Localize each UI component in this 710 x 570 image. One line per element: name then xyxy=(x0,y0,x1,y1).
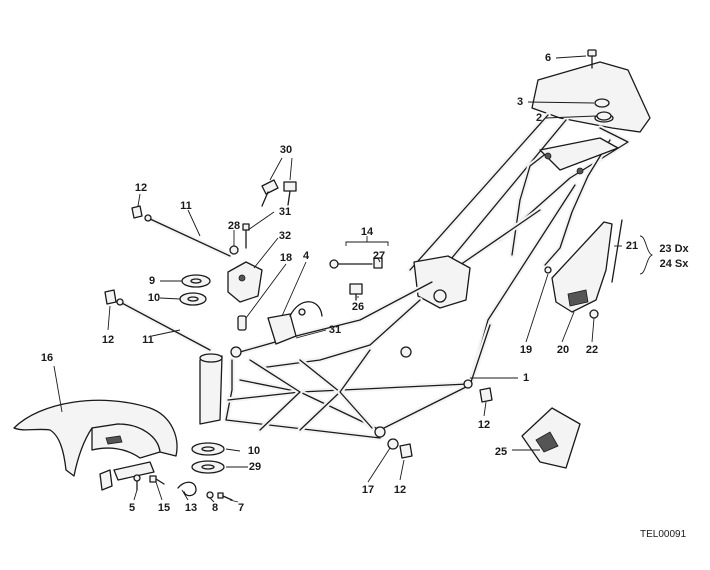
callout-13: 13 xyxy=(185,502,197,514)
drawing-code: TEL00091 xyxy=(640,529,687,540)
part-mudguard-16 xyxy=(13,399,178,491)
part-cap-12-upper xyxy=(131,205,143,219)
callout-12-b: 12 xyxy=(102,334,114,346)
part-bolt-31 xyxy=(242,223,250,249)
part-cover-20 xyxy=(551,221,613,313)
callout-25: 25 xyxy=(495,446,507,458)
callout-32: 32 xyxy=(279,230,291,242)
callout-18: 18 xyxy=(280,252,292,264)
callout-12-c: 12 xyxy=(394,484,406,496)
callout-4: 4 xyxy=(303,250,310,262)
callout-21: 21 xyxy=(626,240,638,252)
callout-29: 29 xyxy=(249,461,261,473)
callout-labels: 6 3 2 30 12 11 31 28 32 14 18 4 27 9 10 … xyxy=(41,52,690,514)
callout-8: 8 xyxy=(212,502,218,514)
callout-24-sx: 24 Sx xyxy=(660,258,690,270)
part-washer-9 xyxy=(181,274,211,288)
callout-5: 5 xyxy=(129,502,135,514)
callout-16: 16 xyxy=(41,352,53,364)
part-long-bolt-11-lower xyxy=(116,298,213,353)
callout-14: 14 xyxy=(361,226,374,238)
callout-19: 19 xyxy=(520,344,532,356)
part-bracket-32 xyxy=(227,261,263,303)
callout-11-a: 11 xyxy=(180,200,192,212)
part-washer-10-upper xyxy=(179,292,207,306)
callout-15: 15 xyxy=(158,502,170,514)
main-frame xyxy=(223,61,651,441)
callout-31-b: 31 xyxy=(329,324,341,336)
leader-lines xyxy=(53,55,654,503)
part-screw-19 xyxy=(544,266,552,274)
part-cap-12-left xyxy=(104,289,117,305)
callout-30: 30 xyxy=(280,144,292,156)
callout-28: 28 xyxy=(228,220,240,232)
callout-23-dx: 23 Dx xyxy=(659,243,689,255)
part-bolt-15 xyxy=(149,475,165,485)
callout-27: 27 xyxy=(373,250,385,262)
callout-1: 1 xyxy=(523,372,529,384)
callout-10-a: 10 xyxy=(148,292,160,304)
part-cap-12-lower xyxy=(399,443,413,459)
callout-6: 6 xyxy=(545,52,551,64)
part-sensor-4 xyxy=(267,301,323,345)
part-nut-28 xyxy=(229,245,239,255)
callout-3: 3 xyxy=(517,96,523,108)
part-bushing-18 xyxy=(237,315,247,331)
part-washer-10-lower xyxy=(191,442,225,456)
part-bolt-17 xyxy=(387,438,399,450)
part-bolts-30 xyxy=(261,179,297,207)
part-pin-26 xyxy=(349,283,363,301)
callout-11-b: 11 xyxy=(142,334,154,346)
callout-12-a: 12 xyxy=(135,182,147,194)
callout-31-a: 31 xyxy=(279,206,291,218)
callout-7: 7 xyxy=(238,502,244,514)
callout-12-d: 12 xyxy=(478,419,490,431)
part-screw-7 xyxy=(217,492,233,501)
part-nut-22 xyxy=(589,309,599,319)
callout-9: 9 xyxy=(149,275,155,287)
callout-26: 26 xyxy=(352,301,364,313)
part-damper xyxy=(199,353,223,425)
callout-17: 17 xyxy=(362,484,374,496)
part-washer-29 xyxy=(191,460,225,474)
part-bolt-6 xyxy=(587,49,597,69)
part-nut-8 xyxy=(206,491,214,499)
part-long-bolt-11-upper xyxy=(144,214,233,259)
callout-22: 22 xyxy=(586,344,598,356)
callout-10-b: 10 xyxy=(248,445,260,457)
callout-2: 2 xyxy=(536,112,542,124)
part-badge-25 xyxy=(521,407,581,469)
part-screw-5 xyxy=(133,474,141,491)
part-clip-13 xyxy=(177,481,197,497)
part-nut-2 xyxy=(596,111,612,121)
part-cap-12-right xyxy=(479,387,493,403)
part-strip-21 xyxy=(611,219,623,283)
callout-20: 20 xyxy=(557,344,569,356)
part-washer-3 xyxy=(594,98,610,108)
